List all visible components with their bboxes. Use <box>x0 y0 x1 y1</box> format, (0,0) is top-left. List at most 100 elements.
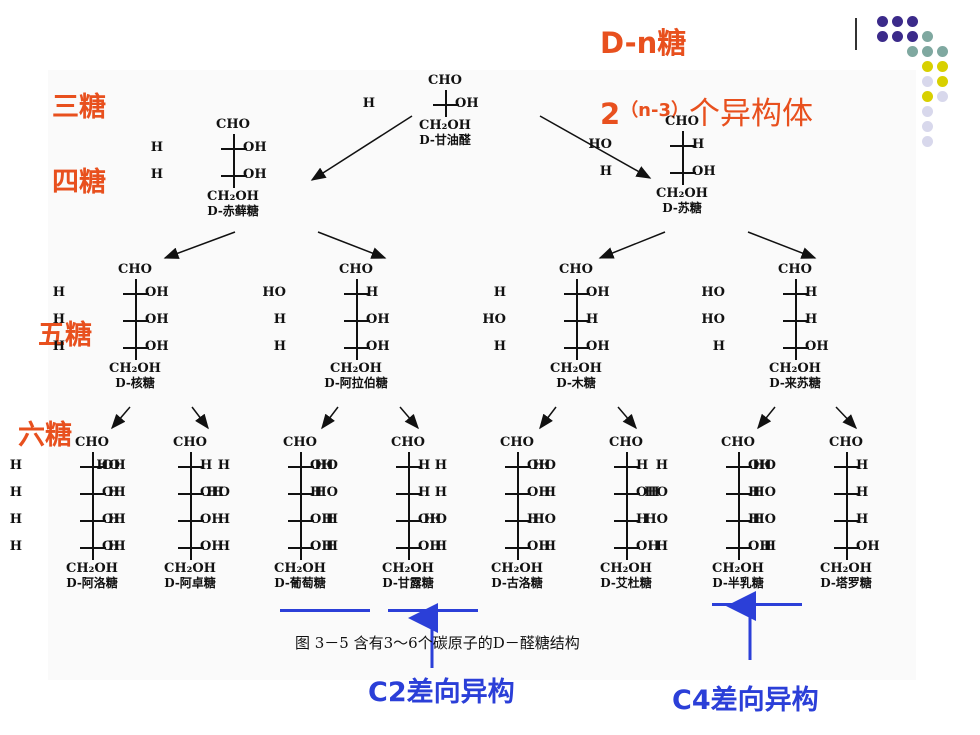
left-group: H <box>107 538 120 554</box>
decorative-dot <box>877 31 888 42</box>
aldehyde-group: CHO <box>391 435 425 450</box>
left-group: H <box>9 511 22 527</box>
right-group: H <box>856 511 869 527</box>
aldehyde-group: CHO <box>118 262 152 277</box>
left-group: H <box>493 284 506 300</box>
bond-line <box>670 144 696 147</box>
right-group: OH <box>145 311 169 327</box>
left-group: H <box>763 538 776 554</box>
hydroxymethyl-group: CH₂OH <box>712 561 764 576</box>
sugar-name: D-核糖 <box>115 376 155 390</box>
aldehyde-group: CHO <box>609 435 643 450</box>
right-group: OH <box>200 511 224 527</box>
arrow-ribose-allose <box>111 406 131 430</box>
bond-line <box>505 519 531 522</box>
bond-line <box>80 492 106 495</box>
sugar-name: D-阿拉伯糖 <box>324 376 388 390</box>
right-group: OH <box>102 457 126 473</box>
decorative-dot <box>892 31 903 42</box>
label-hexose: 六糖 <box>18 420 72 451</box>
left-group: H <box>52 338 65 354</box>
bond-line <box>288 519 314 522</box>
bond-line <box>614 492 640 495</box>
bond-line <box>80 546 106 549</box>
underline-glucose <box>280 609 370 612</box>
right-group: OH <box>418 538 442 554</box>
label-pentose: 五糖 <box>38 320 92 351</box>
sugar-name: D-赤藓糖 <box>207 204 259 218</box>
decorative-dot <box>937 76 948 87</box>
figure-caption: 图 3－5 含有3～6个碳原子的D－醛糖结构 <box>295 634 580 652</box>
aldehyde-group: CHO <box>665 114 699 129</box>
arrow-arabinose-glucose <box>321 406 339 430</box>
bond-line <box>726 546 752 549</box>
left-group: H <box>543 538 556 554</box>
left-group: HO <box>532 457 556 473</box>
right-group: H <box>856 457 869 473</box>
decorative-dot <box>907 31 918 42</box>
sugar-name: D-阿洛糖 <box>66 576 118 590</box>
sugar-name: D-艾杜糖 <box>600 576 652 590</box>
left-group: HO <box>752 511 776 527</box>
decorative-dot <box>922 31 933 42</box>
right-group: H <box>418 457 431 473</box>
carbon-chain <box>233 134 235 188</box>
sugar-name: D-古洛糖 <box>491 576 543 590</box>
left-group: HO <box>262 284 286 300</box>
bond-line <box>123 292 149 295</box>
right-group: OH <box>418 511 442 527</box>
right-group: OH <box>586 284 610 300</box>
carbon-chain <box>190 452 192 560</box>
left-group: HO <box>482 311 506 327</box>
decorative-dot <box>922 106 933 117</box>
bond-line <box>783 319 809 322</box>
left-group: H <box>217 538 230 554</box>
carbon-chain <box>517 452 519 560</box>
bond-line <box>614 465 640 468</box>
left-group: H <box>273 338 286 354</box>
sugar-name: D-塔罗糖 <box>820 576 872 590</box>
aldehyde-group: CHO <box>559 262 593 277</box>
arrow-erythrose-ribose <box>163 231 236 259</box>
arrow-erythrose-arabinose <box>317 231 387 259</box>
left-group: HO <box>701 284 725 300</box>
aldehyde-group: CHO <box>283 435 317 450</box>
right-group: OH <box>805 338 829 354</box>
right-group: H <box>310 484 323 500</box>
bond-line <box>396 465 422 468</box>
right-group: OH <box>527 538 551 554</box>
right-group: OH <box>748 538 772 554</box>
hydroxymethyl-group: CH₂OH <box>207 189 259 204</box>
sugar-name: D-阿卓糖 <box>164 576 216 590</box>
hydroxymethyl-group: CH₂OH <box>600 561 652 576</box>
aldehyde-group: CHO <box>75 435 109 450</box>
bond-line <box>221 147 247 150</box>
right-group: OH <box>243 139 267 155</box>
left-group: HO <box>644 511 668 527</box>
carbon-chain <box>626 452 628 560</box>
bond-line <box>505 465 531 468</box>
left-group: H <box>273 311 286 327</box>
left-group: H <box>217 457 230 473</box>
title-divider <box>855 18 857 50</box>
hydroxymethyl-group: CH₂OH <box>274 561 326 576</box>
bond-line <box>178 492 204 495</box>
right-group: OH <box>856 538 880 554</box>
right-group: H <box>856 484 869 500</box>
right-group: OH <box>310 538 334 554</box>
arrow-xylose-idose <box>617 406 637 430</box>
left-group: HO <box>532 511 556 527</box>
right-group: OH <box>310 457 334 473</box>
right-group: OH <box>200 538 224 554</box>
isomer-count-exponent: （n-3） <box>620 100 689 121</box>
label-triose: 三糖 <box>52 92 106 123</box>
left-group: H <box>362 95 375 111</box>
left-group: HO <box>206 484 230 500</box>
decorative-dot <box>937 46 948 57</box>
isomer-count: 2（n-3）个异构体 <box>600 88 813 133</box>
left-group: HO <box>701 311 725 327</box>
bond-line <box>344 292 370 295</box>
right-group: H <box>366 284 379 300</box>
left-group: HO <box>752 457 776 473</box>
aldehyde-group: CHO <box>428 73 462 88</box>
